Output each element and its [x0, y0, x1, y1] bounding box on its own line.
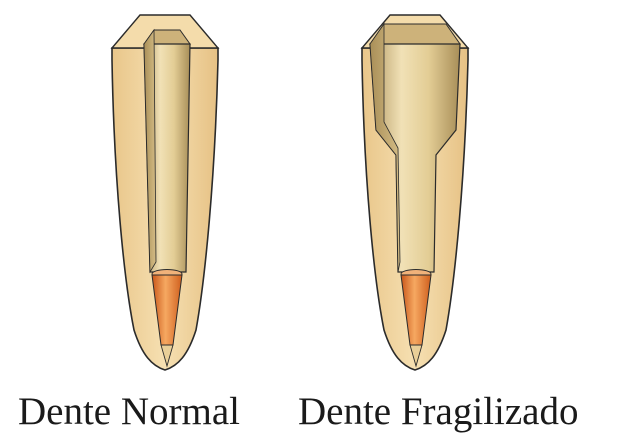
fragilized-tooth [362, 15, 468, 370]
caption-fragilized: Dente Fragilizado [298, 390, 578, 433]
normal-tooth [112, 15, 218, 370]
caption-normal: Dente Normal [18, 390, 240, 433]
